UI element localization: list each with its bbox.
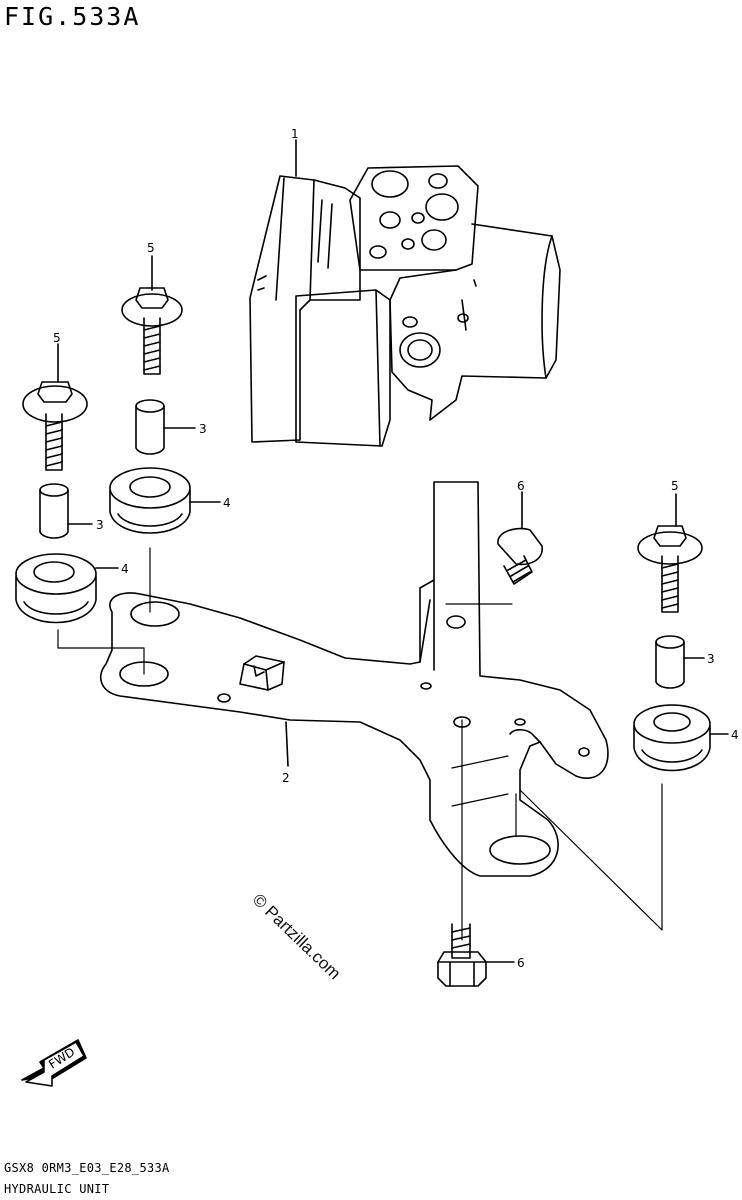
section-name: HYDRAULIC UNIT (4, 1182, 110, 1196)
flange-bolt-right[interactable] (637, 525, 703, 613)
collar-left[interactable] (39, 483, 69, 539)
callout-line-2 (285, 721, 289, 767)
collar-upper[interactable] (135, 399, 165, 455)
figure-label: FIG.533A (4, 2, 141, 31)
hydraulic-unit[interactable] (249, 165, 561, 447)
grommet-right[interactable] (633, 704, 711, 772)
callout-label-2: 2 (282, 771, 290, 785)
fwd-arrow-icon: FWD (21, 1039, 87, 1087)
collar-right[interactable] (655, 635, 685, 689)
small-bolt-lower[interactable] (437, 923, 487, 987)
callout-label-4c: 4 (731, 728, 739, 742)
mounting-bracket[interactable] (99, 481, 609, 877)
callout-label-3b: 3 (96, 518, 104, 532)
assembly-leader-lines (57, 547, 663, 941)
callout-label-5a: 5 (147, 241, 155, 255)
grommet-left[interactable] (15, 553, 97, 624)
flange-bolt-left-upper[interactable] (121, 287, 183, 375)
grommet-upper[interactable] (109, 467, 191, 534)
callout-label-6a: 6 (517, 479, 525, 493)
callout-label-3c: 3 (707, 652, 715, 666)
callout-label-3a: 3 (199, 422, 207, 436)
small-bolt-upper[interactable] (497, 527, 543, 585)
callout-label-1: 1 (291, 127, 299, 141)
flange-bolt-left-lower[interactable] (22, 381, 88, 471)
diagram-code: GSX8 0RM3_E03_E28_533A (4, 1161, 170, 1175)
callout-label-4a: 4 (223, 496, 231, 510)
callout-label-5c: 5 (671, 479, 679, 493)
callout-label-6b: 6 (517, 956, 525, 970)
callout-label-5b: 5 (53, 331, 61, 345)
callout-label-4b: 4 (121, 562, 129, 576)
